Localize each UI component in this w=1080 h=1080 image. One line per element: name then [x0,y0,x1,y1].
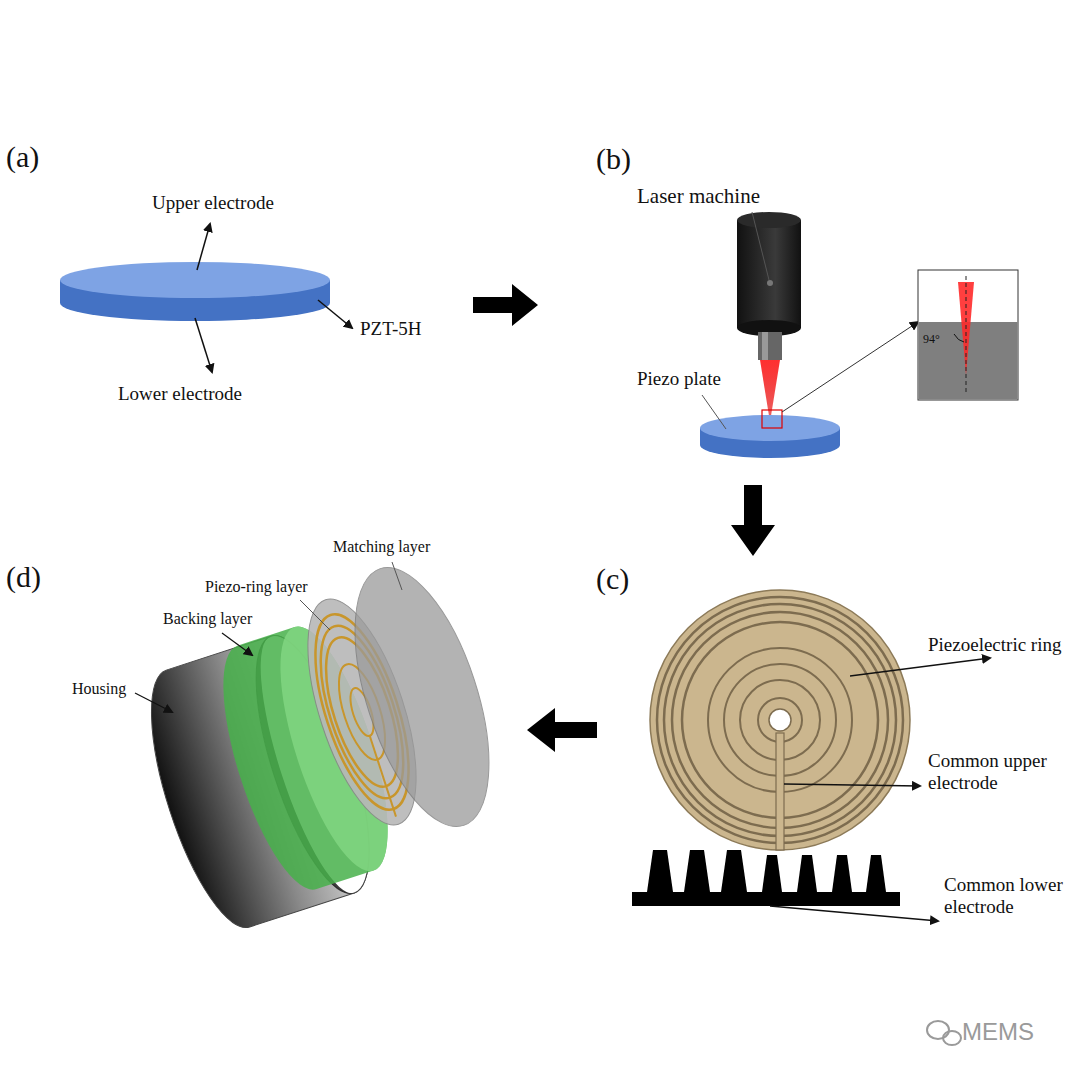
laser-machine [737,212,801,422]
part-label: Piezoelectric ring [928,634,1061,656]
panel-letter: (a) [6,140,39,175]
piezo-plate [700,410,840,458]
leader-line [782,322,918,412]
matching-disk [328,552,516,843]
leader-line [195,318,212,372]
leader-line [850,658,990,676]
part-label: Housing [72,680,126,698]
leader-line [300,600,330,630]
leader-line [702,395,726,429]
pzt-disk [60,262,330,321]
leader-line [318,300,352,328]
panel-letter: (b) [596,142,631,177]
leader-line [197,224,210,270]
inset-cut [918,270,1018,400]
leader-line [135,693,172,712]
watermark: MEMS [962,1018,1034,1046]
leader-line [752,212,769,280]
part-label: Common upper electrode [928,750,1068,794]
part-label: Piezo-ring layer [205,578,308,596]
panel-letter: (c) [596,562,629,597]
part-label: Laser machine [637,184,760,208]
lower-electrode-section [632,850,900,906]
part-label: Upper electrode [152,192,274,214]
part-label: Backing layer [163,610,252,628]
angle-label: 94° [923,333,940,347]
leader-line [222,633,252,655]
leader-line [392,562,402,590]
part-label: PZT-5H [360,318,422,340]
part-label: Common lower electrode [944,874,1074,918]
block-arrow [527,708,597,752]
part-label: Piezo plate [637,368,721,390]
block-arrow [473,284,538,326]
watermark-logo [927,1021,961,1045]
panel-letter: (d) [6,560,41,595]
leader-line [770,906,938,921]
leader-line [784,784,920,786]
ring-array [650,590,910,850]
part-label: Matching layer [333,538,430,556]
part-label: Lower electrode [118,383,242,405]
block-arrow [731,485,775,556]
